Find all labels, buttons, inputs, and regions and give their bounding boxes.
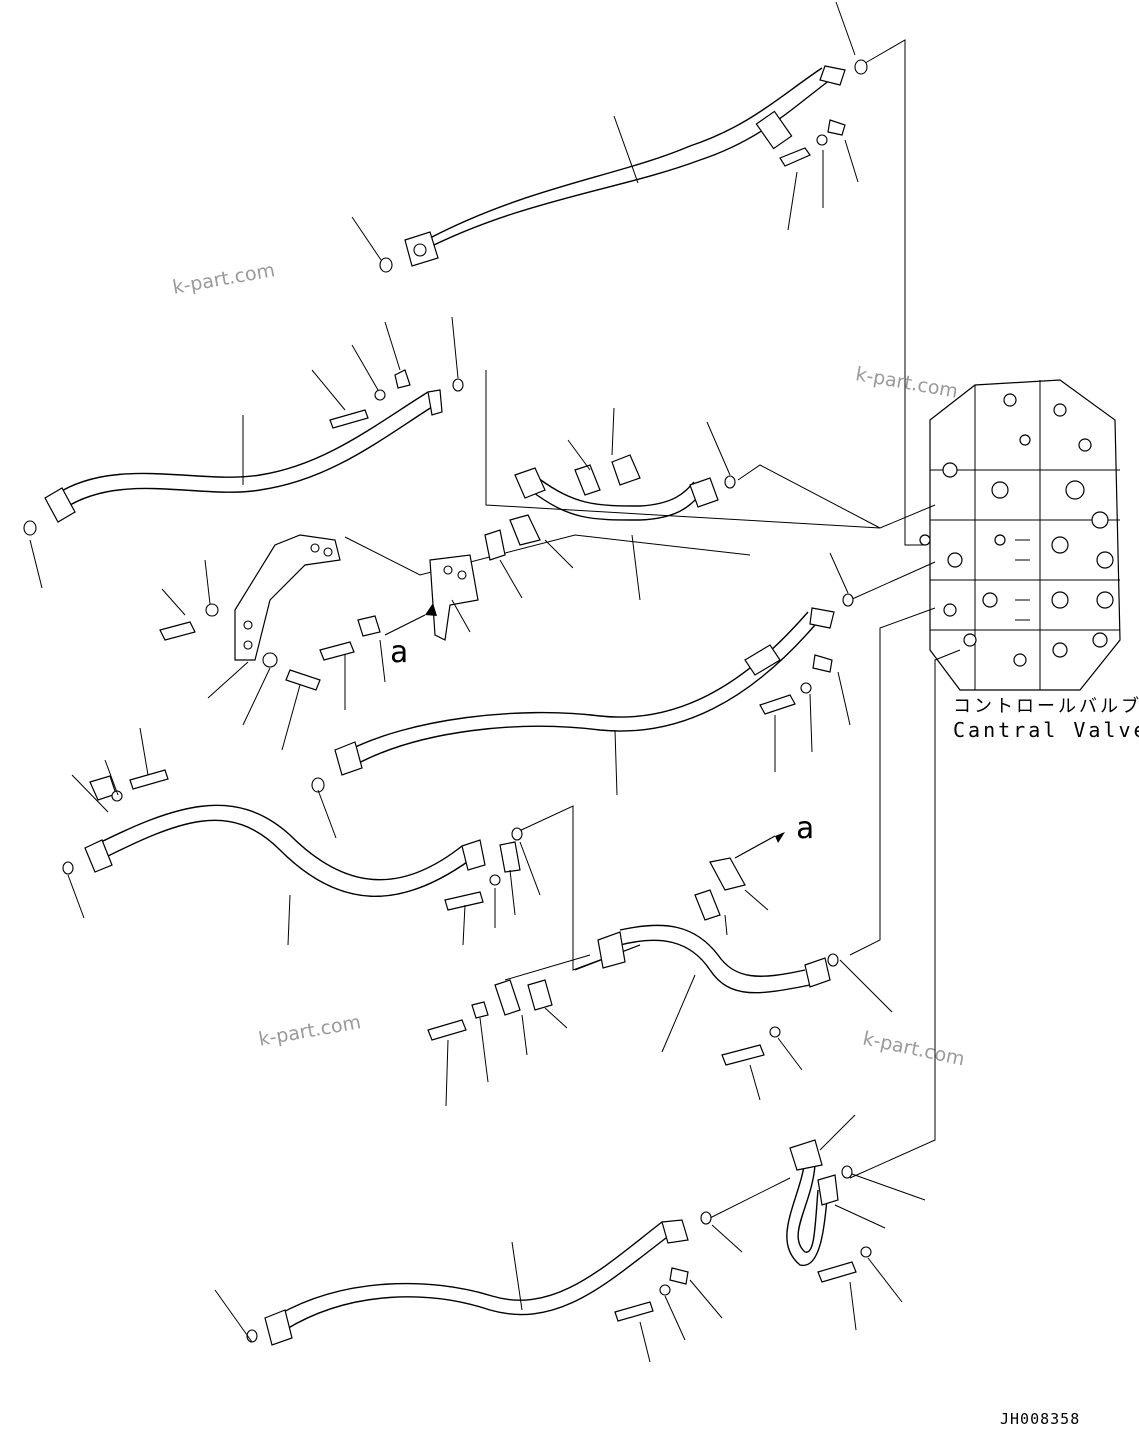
hose-4 bbox=[84, 769, 521, 911]
drawing-number: JH008358 bbox=[1000, 1410, 1081, 1428]
view-marker-label: a bbox=[390, 635, 408, 670]
brackets bbox=[159, 534, 479, 691]
view-marker-a-lower: a bbox=[796, 811, 814, 846]
tube-a bbox=[484, 454, 719, 561]
hose-1 bbox=[404, 65, 846, 267]
tube-c bbox=[786, 1139, 872, 1283]
tube-b bbox=[427, 857, 831, 1066]
view-marker-label: a bbox=[796, 811, 814, 846]
hose-5 bbox=[264, 1219, 689, 1346]
component-label-en: Cantral Valve bbox=[953, 718, 1139, 742]
view-marker-a-upper: a bbox=[390, 635, 408, 670]
control-valve-illustration bbox=[919, 379, 1121, 691]
hose-3 bbox=[334, 607, 835, 776]
hose-2 bbox=[44, 369, 443, 523]
component-label-jp: コントロールバルブ bbox=[953, 696, 1139, 717]
